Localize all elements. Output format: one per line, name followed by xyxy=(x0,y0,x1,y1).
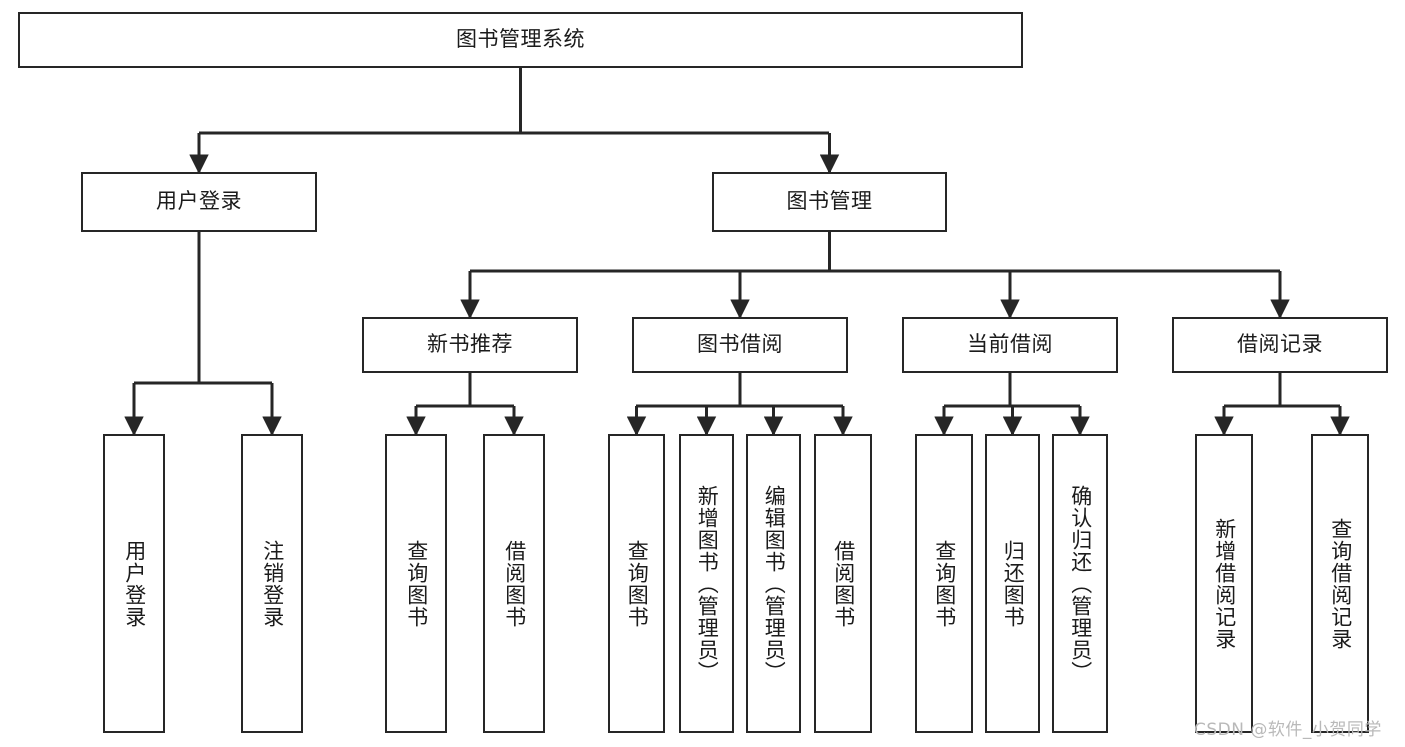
node-label: 图书管理 xyxy=(786,189,873,214)
node-n3b[interactable]: 图书借阅 xyxy=(632,317,848,373)
node-l1[interactable]: 用户登录 xyxy=(103,434,165,733)
node-label: 查询图书 xyxy=(932,539,957,628)
node-l7[interactable]: 编辑图书（管理员） xyxy=(746,434,801,733)
node-n3d[interactable]: 借阅记录 xyxy=(1172,317,1388,373)
node-n3a[interactable]: 新书推荐 xyxy=(362,317,578,373)
node-label: 查询图书 xyxy=(404,539,429,628)
node-l12[interactable]: 新增借阅记录 xyxy=(1195,434,1253,733)
node-l5[interactable]: 查询图书 xyxy=(608,434,665,733)
node-label: 新书推荐 xyxy=(427,332,513,357)
node-l13[interactable]: 查询借阅记录 xyxy=(1311,434,1369,733)
node-label: 注销登录 xyxy=(260,539,285,628)
node-label: 用户登录 xyxy=(156,189,242,214)
node-l9[interactable]: 查询图书 xyxy=(915,434,973,733)
node-label: 查询借阅记录 xyxy=(1328,517,1353,650)
node-l2[interactable]: 注销登录 xyxy=(241,434,303,733)
node-l4[interactable]: 借阅图书 xyxy=(483,434,545,733)
node-label: 确认归还（管理员） xyxy=(1068,484,1093,683)
node-l6[interactable]: 新增图书（管理员） xyxy=(679,434,734,733)
node-label: 图书管理系统 xyxy=(456,27,585,52)
node-l11[interactable]: 确认归还（管理员） xyxy=(1052,434,1108,733)
node-l3[interactable]: 查询图书 xyxy=(385,434,447,733)
node-l10[interactable]: 归还图书 xyxy=(985,434,1040,733)
node-label: 当前借阅 xyxy=(967,332,1053,357)
node-label: 查询图书 xyxy=(625,539,650,628)
node-label: 新增借阅记录 xyxy=(1212,517,1237,650)
node-n3c[interactable]: 当前借阅 xyxy=(902,317,1118,373)
node-label: 借阅记录 xyxy=(1237,332,1323,357)
node-n2b[interactable]: 图书管理 xyxy=(712,172,947,232)
node-label: 借阅图书 xyxy=(502,539,527,628)
node-n2a[interactable]: 用户登录 xyxy=(81,172,317,232)
node-label: 归还图书 xyxy=(1001,539,1026,628)
node-label: 编辑图书（管理员） xyxy=(762,484,787,683)
node-label: 借阅图书 xyxy=(831,539,856,628)
node-l8[interactable]: 借阅图书 xyxy=(814,434,872,733)
node-root[interactable]: 图书管理系统 xyxy=(18,12,1023,68)
node-label: 图书借阅 xyxy=(697,332,783,357)
node-label: 用户登录 xyxy=(122,539,147,628)
node-label: 新增图书（管理员） xyxy=(695,484,720,683)
csdn-watermark: CSDN @软件_小贺同学 xyxy=(1194,720,1382,740)
